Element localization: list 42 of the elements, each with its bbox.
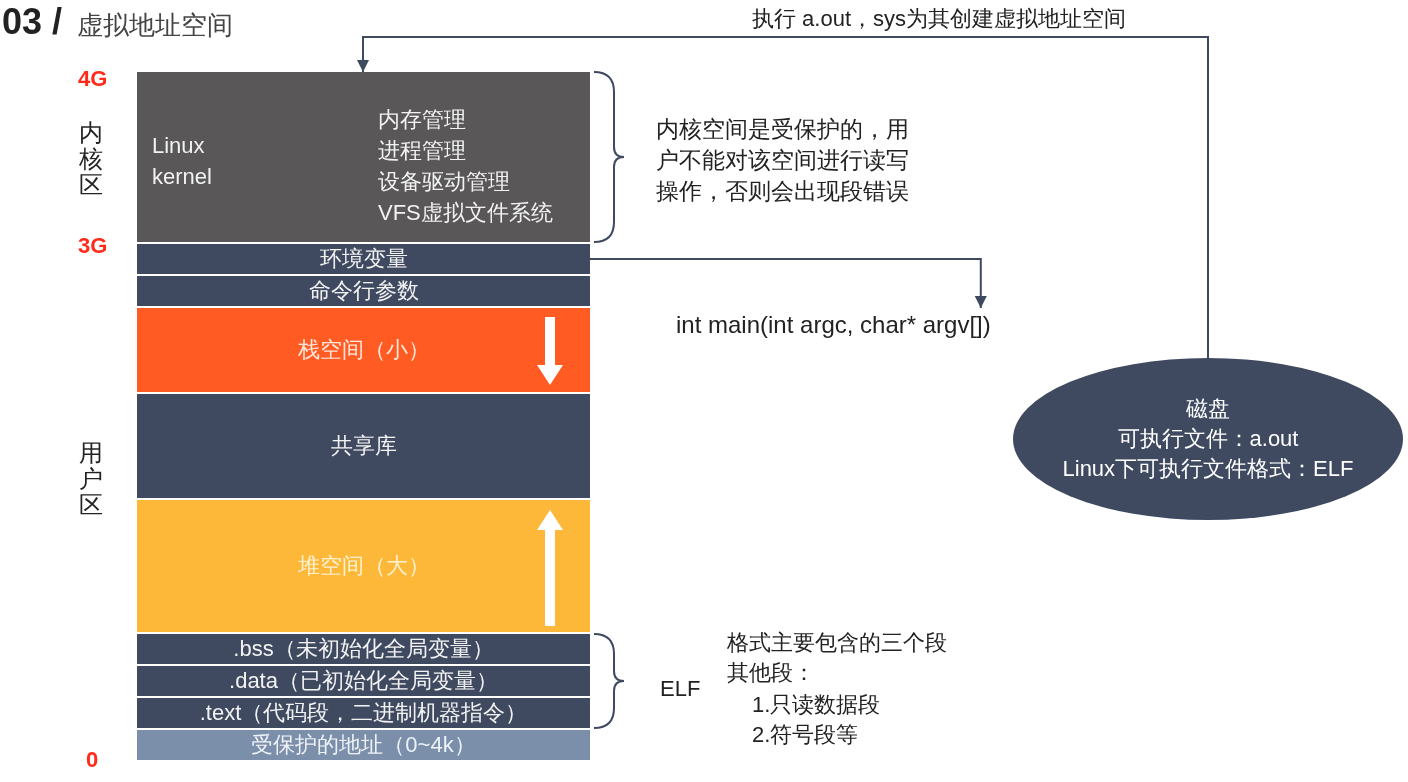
code-text: int main(int argc, char* argv[]): [676, 308, 991, 342]
arrow: [589, 258, 987, 309]
kernel-function-label: 设备驱动管理: [378, 168, 511, 196]
heap-band: [137, 500, 590, 632]
shared-library-band: [137, 394, 590, 498]
note-text: 格式主要包含的三个段: [727, 629, 947, 657]
note-text: 2.符号段等: [752, 721, 859, 749]
address-label: 0: [86, 746, 99, 774]
address-label: 4G: [78, 65, 108, 93]
disk-text: 可执行文件：a.out: [1117, 425, 1299, 453]
kernel-function-label: 内存管理: [378, 106, 467, 134]
segment-label: 命令行参数: [308, 277, 419, 305]
note-text: 内核空间是受保护的，用户不能对该空间进行读写操作，否则会出现段错误: [656, 115, 910, 206]
segment-label: 共享库: [330, 432, 397, 460]
segment-band: [137, 666, 590, 696]
disk-text: 磁盘: [1186, 395, 1230, 423]
brace-label: ELF: [660, 675, 701, 703]
kernel-space-band: [137, 72, 590, 242]
segment-band: [137, 634, 590, 664]
disk-text: Linux下可执行文件格式：ELF: [1062, 455, 1354, 483]
segment-band: [137, 730, 590, 760]
arrow: [357, 36, 1209, 359]
segment-label: 栈空间（小）: [297, 336, 430, 364]
segment-band: [137, 698, 590, 728]
segment-label: .bss（未初始化全局变量）: [233, 635, 494, 663]
segment-label: .data（已初始化全局变量）: [229, 667, 498, 695]
region-label: 内核区: [79, 120, 104, 198]
note-text: 1.只读数据段: [752, 691, 881, 719]
segment-band: [137, 276, 590, 306]
kernel-function-label: 进程管理: [378, 137, 467, 165]
segment-label: 环境变量: [319, 245, 408, 273]
segment-label: .text（代码段，二进制机器指令）: [199, 699, 528, 727]
slide-title: 03 / 虚拟地址空间: [2, 0, 234, 44]
segment-band: [137, 244, 590, 274]
region-label: 用户区: [79, 440, 104, 518]
segment-label: 堆空间（大）: [297, 552, 430, 580]
stack-band: [137, 308, 590, 392]
note-text: 其他段：: [727, 659, 815, 687]
address-label: 3G: [78, 232, 108, 260]
kernel-function-label: VFS虚拟文件系统: [378, 199, 553, 227]
kernel-label: Linux kernel: [152, 132, 213, 191]
segment-label: 受保护的地址（0~4k）: [251, 731, 476, 759]
